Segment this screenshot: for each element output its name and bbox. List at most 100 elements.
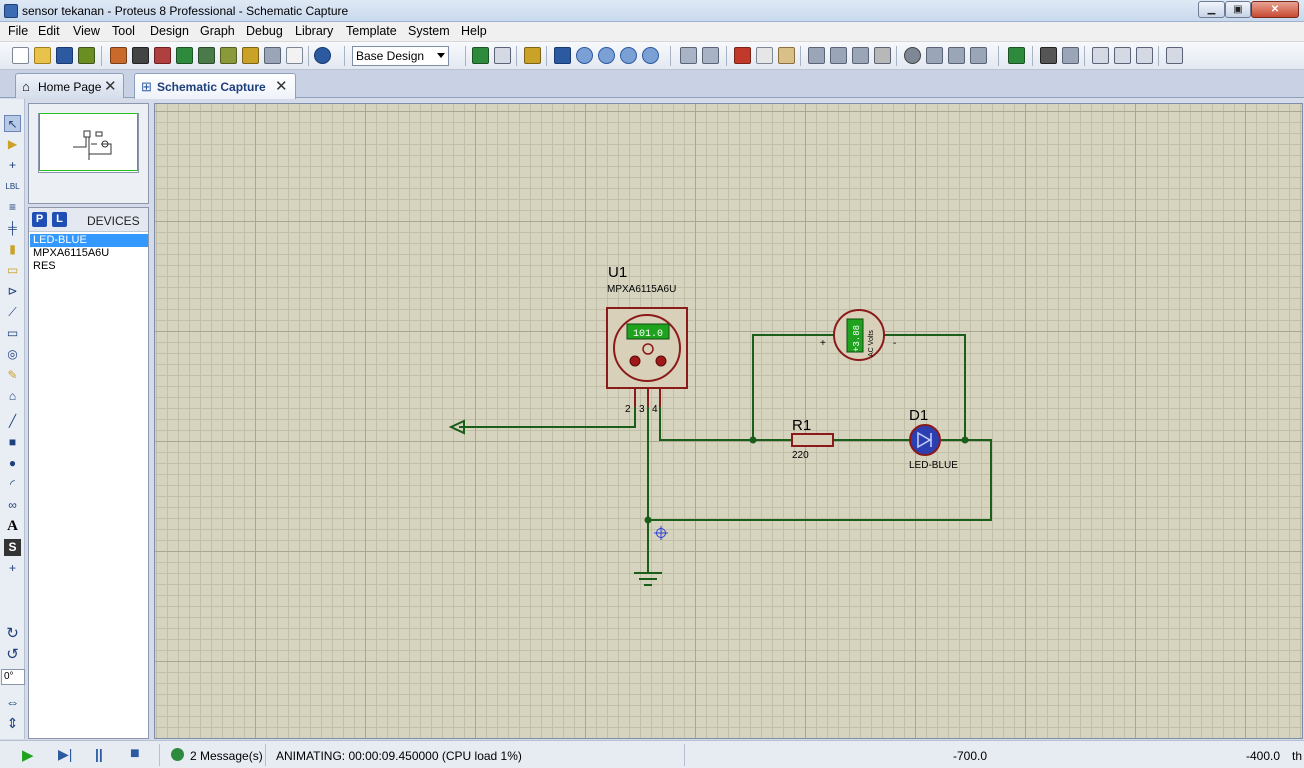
overview-viewport-frame[interactable] (39, 113, 138, 171)
zoom-out-icon[interactable] (598, 47, 615, 64)
close-window-button[interactable]: ✕ (1251, 1, 1299, 18)
block-move-icon[interactable] (830, 47, 847, 64)
block-rotate-icon[interactable] (852, 47, 869, 64)
wire-label-mode-icon[interactable]: LBL (5, 182, 20, 191)
menu-graph[interactable]: Graph (200, 24, 235, 38)
import-icon[interactable] (78, 47, 95, 64)
menu-library[interactable]: Library (295, 24, 334, 38)
line-tool-icon[interactable]: ╱ (8, 414, 17, 428)
mirror-vertical-icon[interactable]: ⇕ (6, 715, 19, 731)
message-count[interactable]: 2 Message(s) (190, 749, 263, 763)
graph-mode-icon[interactable]: ⟋ (8, 305, 17, 319)
mirror-horizontal-icon[interactable]: ⇔ (5, 694, 20, 710)
menu-help[interactable]: Help (461, 24, 487, 38)
remove-sheet-icon[interactable] (1114, 47, 1131, 64)
search-icon[interactable] (1040, 47, 1057, 64)
pcb-layout-icon[interactable] (154, 47, 171, 64)
gerber-viewer-icon[interactable] (176, 47, 193, 64)
decompose-icon[interactable] (970, 47, 987, 64)
box-tool-icon[interactable]: ■ (8, 435, 17, 449)
play-button[interactable]: ▶ (22, 747, 34, 764)
arc-tool-icon[interactable]: ◜ (10, 477, 15, 491)
copy-icon[interactable] (756, 47, 773, 64)
pick-device-icon[interactable] (904, 47, 921, 64)
pause-button[interactable]: || (95, 746, 103, 762)
undo-icon[interactable] (680, 47, 697, 64)
schematic-capture-icon[interactable] (132, 47, 149, 64)
text-script-mode-icon[interactable]: ≡ (8, 200, 16, 214)
close-icon[interactable]: ✕ (275, 78, 288, 95)
paste-icon[interactable] (778, 47, 795, 64)
menu-debug[interactable]: Debug (246, 24, 283, 38)
notes-icon[interactable] (286, 47, 303, 64)
text-tool-icon[interactable]: A (7, 518, 18, 534)
tape-recorder-mode-icon[interactable]: ▭ (6, 326, 19, 340)
pan-icon[interactable] (554, 47, 571, 64)
menu-edit[interactable]: Edit (38, 24, 60, 38)
maximize-button[interactable]: ▣ (1225, 1, 1251, 18)
zoom-in-icon[interactable] (576, 47, 593, 64)
device-item[interactable]: RES (33, 260, 56, 272)
step-button[interactable]: ▶| (58, 746, 73, 762)
marker-tool-icon[interactable]: + (8, 561, 16, 575)
menu-system[interactable]: System (408, 24, 450, 38)
new-file-icon[interactable] (12, 47, 29, 64)
pick-device-button[interactable]: P (32, 212, 47, 227)
wire-autorouter-icon[interactable] (1008, 47, 1025, 64)
redo-icon[interactable] (702, 47, 719, 64)
rotate-clockwise-icon[interactable]: ↻ (6, 625, 19, 642)
bill-of-materials-icon[interactable] (242, 47, 259, 64)
zoom-all-icon[interactable] (620, 47, 637, 64)
schematic-editing-window[interactable]: U1 MPXA6115A6U 101.0 2 3 4 +3.88 AC Volt… (154, 103, 1303, 739)
design-explorer-icon[interactable] (220, 47, 237, 64)
help-icon[interactable] (314, 47, 331, 64)
selection-mode-icon[interactable]: ↖ (4, 115, 21, 132)
close-icon[interactable]: ✕ (104, 78, 117, 95)
buses-mode-icon[interactable]: ╪ (8, 221, 17, 235)
new-sheet-icon[interactable] (1092, 47, 1109, 64)
origin-icon[interactable] (524, 47, 541, 64)
circle-tool-icon[interactable]: ● (8, 456, 17, 470)
make-device-icon[interactable] (926, 47, 943, 64)
virtual-instruments-mode-icon[interactable]: ⌂ (8, 389, 17, 403)
packaging-tool-icon[interactable] (948, 47, 965, 64)
probe-mode-icon[interactable]: ✎ (7, 368, 18, 382)
open-folder-icon[interactable] (34, 47, 51, 64)
home-icon[interactable] (110, 47, 127, 64)
generator-mode-icon[interactable]: ◎ (7, 347, 18, 361)
tab-schematic-capture[interactable]: ⊞ Schematic Capture ✕ (134, 73, 296, 99)
device-item[interactable]: LED-BLUE (30, 234, 148, 247)
rotate-anticlockwise-icon[interactable]: ↺ (6, 646, 19, 663)
electrical-rule-check-icon[interactable] (1166, 47, 1183, 64)
menu-template[interactable]: Template (346, 24, 397, 38)
junction-dot-mode-icon[interactable]: + (8, 158, 16, 172)
property-assignment-icon[interactable] (1062, 47, 1079, 64)
stop-button[interactable]: ■ (130, 745, 140, 762)
zoom-area-icon[interactable] (642, 47, 659, 64)
symbol-tool-icon[interactable]: S (4, 539, 21, 556)
grid-toggle-icon[interactable] (494, 47, 511, 64)
subcircuit-mode-icon[interactable]: ▮ (9, 242, 16, 256)
path-tool-icon[interactable]: ∞ (8, 498, 17, 512)
tab-home-page[interactable]: ⌂ Home Page ✕ (15, 73, 124, 98)
device-pins-mode-icon[interactable]: ⊳ (7, 284, 18, 298)
3d-viewer-icon[interactable] (198, 47, 215, 64)
block-delete-icon[interactable] (874, 47, 891, 64)
overview-window[interactable] (28, 103, 149, 204)
cut-icon[interactable] (734, 47, 751, 64)
save-icon[interactable] (56, 47, 73, 64)
design-variant-select[interactable]: Base Design (352, 46, 449, 66)
menu-design[interactable]: Design (150, 24, 189, 38)
menu-tool[interactable]: Tool (112, 24, 135, 38)
refresh-icon[interactable] (472, 47, 489, 64)
minimize-button[interactable]: ▁ (1198, 1, 1225, 18)
library-manager-button[interactable]: L (52, 212, 67, 227)
menu-file[interactable]: File (8, 24, 29, 38)
terminals-mode-icon[interactable]: ▭ (6, 263, 19, 277)
exit-to-parent-icon[interactable] (1136, 47, 1153, 64)
device-item[interactable]: MPXA6115A6U (33, 247, 110, 259)
component-mode-icon[interactable]: ▶ (7, 137, 18, 151)
rotation-angle-field[interactable]: 0° (1, 669, 25, 685)
source-code-icon[interactable] (264, 47, 281, 64)
block-copy-icon[interactable] (808, 47, 825, 64)
